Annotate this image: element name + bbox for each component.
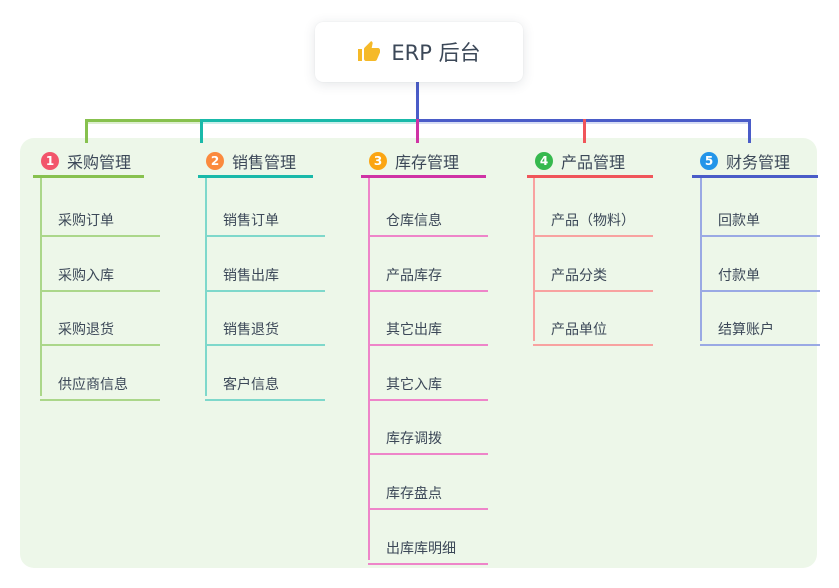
child-node[interactable]: 销售订单 <box>205 200 325 237</box>
child-node[interactable]: 产品分类 <box>533 255 653 292</box>
child-node-label: 采购订单 <box>58 213 114 229</box>
branch-drop-line <box>416 119 419 143</box>
branch-spine-line <box>368 178 370 560</box>
bus-line-segment <box>200 119 417 122</box>
branch-title-label: 财务管理 <box>726 153 791 172</box>
child-node-label: 库存调拨 <box>386 431 442 448</box>
child-node[interactable]: 库存盘点 <box>368 473 488 510</box>
child-node[interactable]: 付款单 <box>700 255 820 292</box>
branch-drop-line <box>200 119 203 143</box>
child-node[interactable]: 销售出库 <box>205 255 325 292</box>
child-node[interactable]: 采购订单 <box>40 200 160 237</box>
child-node-label: 仓库信息 <box>386 213 442 229</box>
child-node[interactable]: 供应商信息 <box>40 364 160 401</box>
branch-drop-line <box>85 119 88 143</box>
child-node-label: 出库库明细 <box>386 540 456 557</box>
branch-spine-line <box>700 178 702 342</box>
thumbs-up-icon <box>358 41 381 61</box>
branch-drop-line <box>583 119 586 143</box>
child-node[interactable]: 产品（物料） <box>533 200 653 237</box>
child-node[interactable]: 产品单位 <box>533 309 653 347</box>
branch-title-label: 库存管理 <box>395 153 460 172</box>
child-node-label: 付款单 <box>718 267 760 284</box>
child-node-label: 库存盘点 <box>386 486 442 502</box>
branch-drop-line <box>748 119 751 143</box>
child-node-label: 结算账户 <box>718 322 774 339</box>
child-node-label: 销售订单 <box>223 213 279 229</box>
child-node[interactable]: 采购退货 <box>40 309 160 347</box>
child-node[interactable]: 出库库明细 <box>368 528 488 565</box>
child-node[interactable]: 销售退货 <box>205 309 325 347</box>
branch-badge: 3 <box>369 152 387 170</box>
child-node-label: 其它入库 <box>386 376 442 393</box>
child-node[interactable]: 结算账户 <box>700 309 820 347</box>
child-node-label: 客户信息 <box>223 376 279 393</box>
root-connector-line <box>416 82 419 119</box>
branch-title[interactable]: 4 产品管理 <box>527 147 653 178</box>
branches-panel <box>20 138 817 568</box>
branch-title-label: 产品管理 <box>561 153 626 172</box>
child-node-label: 销售出库 <box>223 267 279 284</box>
bus-line-segment <box>85 119 200 122</box>
branch-title-label: 采购管理 <box>67 153 132 172</box>
child-node[interactable]: 库存调拨 <box>368 418 488 456</box>
child-node-label: 产品库存 <box>386 267 442 284</box>
root-node-label: ERP 后台 <box>391 41 481 65</box>
branch-title[interactable]: 3 库存管理 <box>361 147 486 178</box>
branch-badge: 4 <box>535 152 553 170</box>
branch-badge: 1 <box>41 152 59 170</box>
child-node-label: 产品分类 <box>551 267 607 284</box>
branch-spine-line <box>533 178 535 342</box>
child-node[interactable]: 其它出库 <box>368 309 488 347</box>
branch-title-label: 销售管理 <box>232 153 297 172</box>
child-node[interactable]: 客户信息 <box>205 364 325 401</box>
branch-badge: 5 <box>700 152 718 170</box>
child-node[interactable]: 其它入库 <box>368 364 488 401</box>
child-node[interactable]: 采购入库 <box>40 255 160 292</box>
branch-spine-line <box>205 178 207 396</box>
child-node-label: 供应商信息 <box>58 376 128 393</box>
child-node-label: 采购退货 <box>58 322 114 339</box>
child-node[interactable]: 回款单 <box>700 200 820 237</box>
child-node[interactable]: 产品库存 <box>368 255 488 292</box>
child-node[interactable]: 仓库信息 <box>368 200 488 237</box>
child-node-label: 销售退货 <box>223 322 279 339</box>
root-node[interactable]: ERP 后台 <box>315 22 523 82</box>
branch-title[interactable]: 1 采购管理 <box>33 147 144 178</box>
child-node-label: 采购入库 <box>58 267 114 284</box>
branch-spine-line <box>40 178 42 396</box>
child-node-label: 其它出库 <box>386 322 442 339</box>
child-node-label: 回款单 <box>718 213 760 229</box>
child-node-label: 产品单位 <box>551 322 607 339</box>
branch-title[interactable]: 2 销售管理 <box>198 147 313 178</box>
child-node-label: 产品（物料） <box>551 213 635 229</box>
branch-title[interactable]: 5 财务管理 <box>692 147 818 178</box>
branch-badge: 2 <box>206 152 224 170</box>
